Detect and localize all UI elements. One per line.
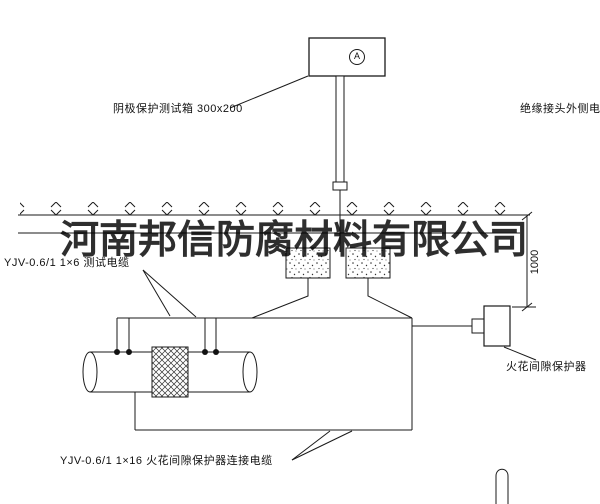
leader-spark-cable-2: [291, 430, 353, 461]
label-insulated-joint-cable: 绝缘接头外侧电缆: [520, 103, 600, 115]
meter-symbol-letter: A: [353, 51, 360, 61]
dimension-line-1000: [512, 211, 536, 312]
leader-lines: [142, 75, 537, 461]
ground-line: [18, 202, 530, 234]
label-spark-gap-protector: 火花间隙保护器: [506, 361, 587, 373]
test-box: [308, 37, 386, 77]
pipe-right-section: [187, 351, 251, 393]
insulating-joint: [151, 346, 189, 398]
weld-point: [213, 349, 219, 355]
label-spark-gap-cable: YJV-0.6/1 1×16 火花间隙保护器连接电缆: [60, 455, 273, 467]
cable-bus: [116, 317, 412, 351]
concrete-blocks: [285, 247, 391, 279]
leader-test-box: [229, 75, 309, 109]
spark-gap-protector: [471, 305, 511, 347]
pipe-right-end: [242, 351, 258, 393]
riser-conduit: [332, 75, 348, 252]
spark-gap-cable-loop: [134, 318, 472, 431]
leader-test-cable-2: [142, 269, 197, 318]
pipeline: [82, 346, 258, 398]
pipe-left-end: [82, 351, 98, 393]
concrete-block-left: [285, 247, 331, 279]
leader-spark-gap: [503, 346, 537, 361]
pipe-riser-symbol: [495, 468, 509, 504]
weld-point: [202, 349, 208, 355]
weld-point: [114, 349, 120, 355]
concrete-block-right: [345, 247, 391, 279]
meter-circle-icon: [349, 49, 365, 65]
dimension-text-1000: 1000: [529, 249, 541, 275]
weld-point: [126, 349, 132, 355]
label-test-cable: YJV-0.6/1 1×6 测试电缆: [4, 257, 130, 269]
underground-test-cables: [251, 278, 413, 319]
ground-hatch-marks: [20, 202, 520, 215]
leader-test-cable-1: [142, 269, 171, 317]
label-test-box: 阴极保护测试箱 300x200: [113, 103, 243, 115]
pipe-left-section: [89, 351, 153, 393]
leader-spark-cable-1: [291, 430, 331, 461]
